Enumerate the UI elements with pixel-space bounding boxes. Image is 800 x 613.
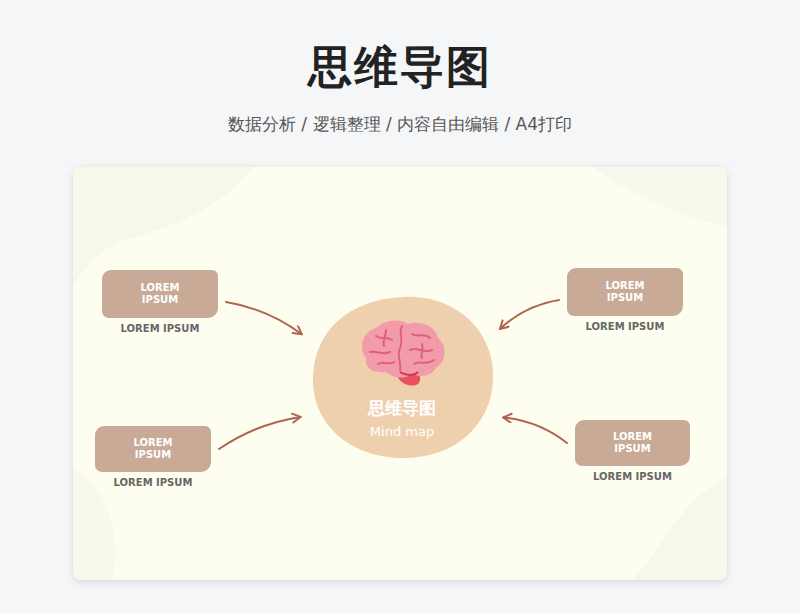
- arrow-connector: [503, 417, 567, 443]
- topic-title: 思维导图: [307, 398, 497, 418]
- box-label: LOREM IPSUM: [135, 282, 185, 306]
- brain-illustration: [356, 318, 448, 392]
- box-label: LOREM IPSUM: [608, 431, 658, 455]
- branch-node: LOREM IPSUMLOREM IPSUM: [95, 426, 211, 494]
- center-topic: 思维导图 Mind map: [307, 292, 497, 462]
- node-box: LOREM IPSUM: [95, 426, 211, 472]
- node-box: LOREM IPSUM: [575, 420, 690, 466]
- node-box: LOREM IPSUM: [102, 270, 218, 318]
- page-title: 思维导图: [0, 38, 800, 97]
- branch-node: LOREM IPSUMLOREM IPSUM: [567, 268, 683, 338]
- node-box: LOREM IPSUM: [567, 268, 683, 316]
- branch-node: LOREM IPSUMLOREM IPSUM: [575, 420, 690, 488]
- box-caption: LOREM IPSUM: [82, 323, 238, 334]
- branch-node: LOREM IPSUMLOREM IPSUM: [102, 270, 218, 340]
- arrow-connector: [500, 300, 559, 329]
- box-caption: LOREM IPSUM: [555, 471, 710, 482]
- box-label: LOREM IPSUM: [600, 280, 650, 304]
- topic-subtitle: Mind map: [307, 422, 497, 442]
- page-subtitle: 数据分析 / 逻辑整理 / 内容自由编辑 / A4打印: [0, 113, 800, 136]
- arrow-connector: [219, 417, 301, 449]
- box-caption: LOREM IPSUM: [547, 321, 703, 332]
- box-label: LOREM IPSUM: [128, 437, 178, 461]
- arrow-connector: [226, 302, 302, 334]
- box-caption: LOREM IPSUM: [75, 477, 231, 488]
